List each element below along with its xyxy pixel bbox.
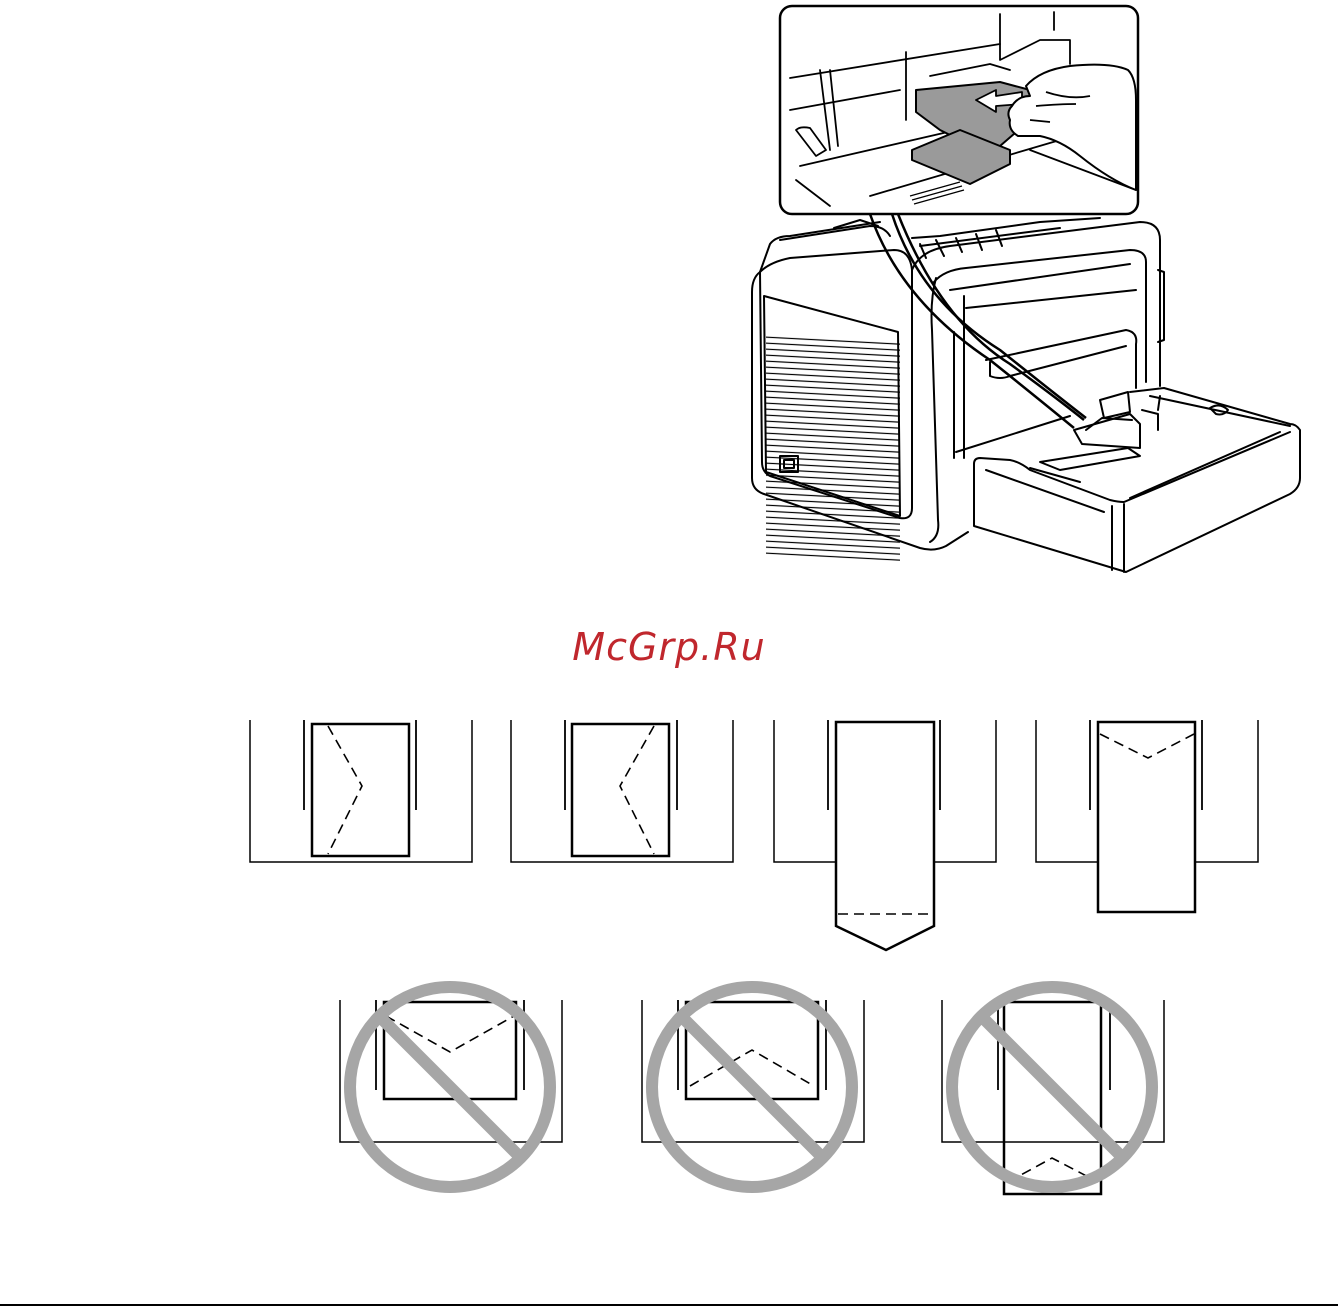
printer-with-tray-icon [752, 218, 1300, 572]
envelope-flap-bottom-tall [942, 987, 1164, 1194]
watermark-text: McGrp.Ru [0, 628, 1338, 666]
envelope-flap-bottom-wide [642, 987, 864, 1187]
envelope-flap-left [511, 720, 733, 862]
envelope-flap-top-long [1036, 720, 1258, 912]
hand-adjusting-paper-guide-icon [780, 6, 1138, 214]
envelope-flap-right [250, 720, 472, 862]
page-bottom-rule [0, 1304, 1338, 1306]
envelope-flap-bottom-long [774, 720, 996, 950]
envelope-flap-top-wide [340, 987, 562, 1187]
prohibited-icon [350, 987, 550, 1187]
zoom-callout-lines [870, 214, 1086, 428]
prohibited-icon [652, 987, 852, 1187]
prohibited-icon [952, 987, 1152, 1187]
